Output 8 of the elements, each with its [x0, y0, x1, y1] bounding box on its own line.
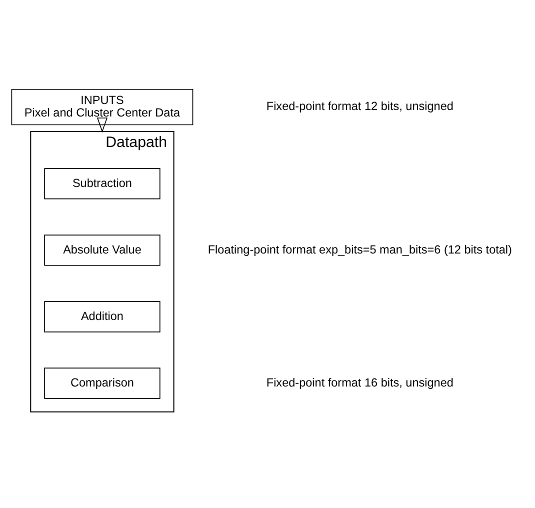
arrow — [96, 118, 108, 133]
label: Fixed-point format 12 bits, unsigned — [266, 100, 454, 114]
node-box: Absolute Value — [44, 234, 160, 266]
node-box: Comparison — [44, 368, 160, 399]
node-box: Subtraction — [44, 168, 160, 200]
node-box: Addition — [44, 301, 160, 332]
label: Floating-point format exp_bits=5 man_bits=6 (12 bits total) — [208, 243, 512, 256]
label: Fixed-point format 16 bits, unsigned — [266, 376, 454, 390]
